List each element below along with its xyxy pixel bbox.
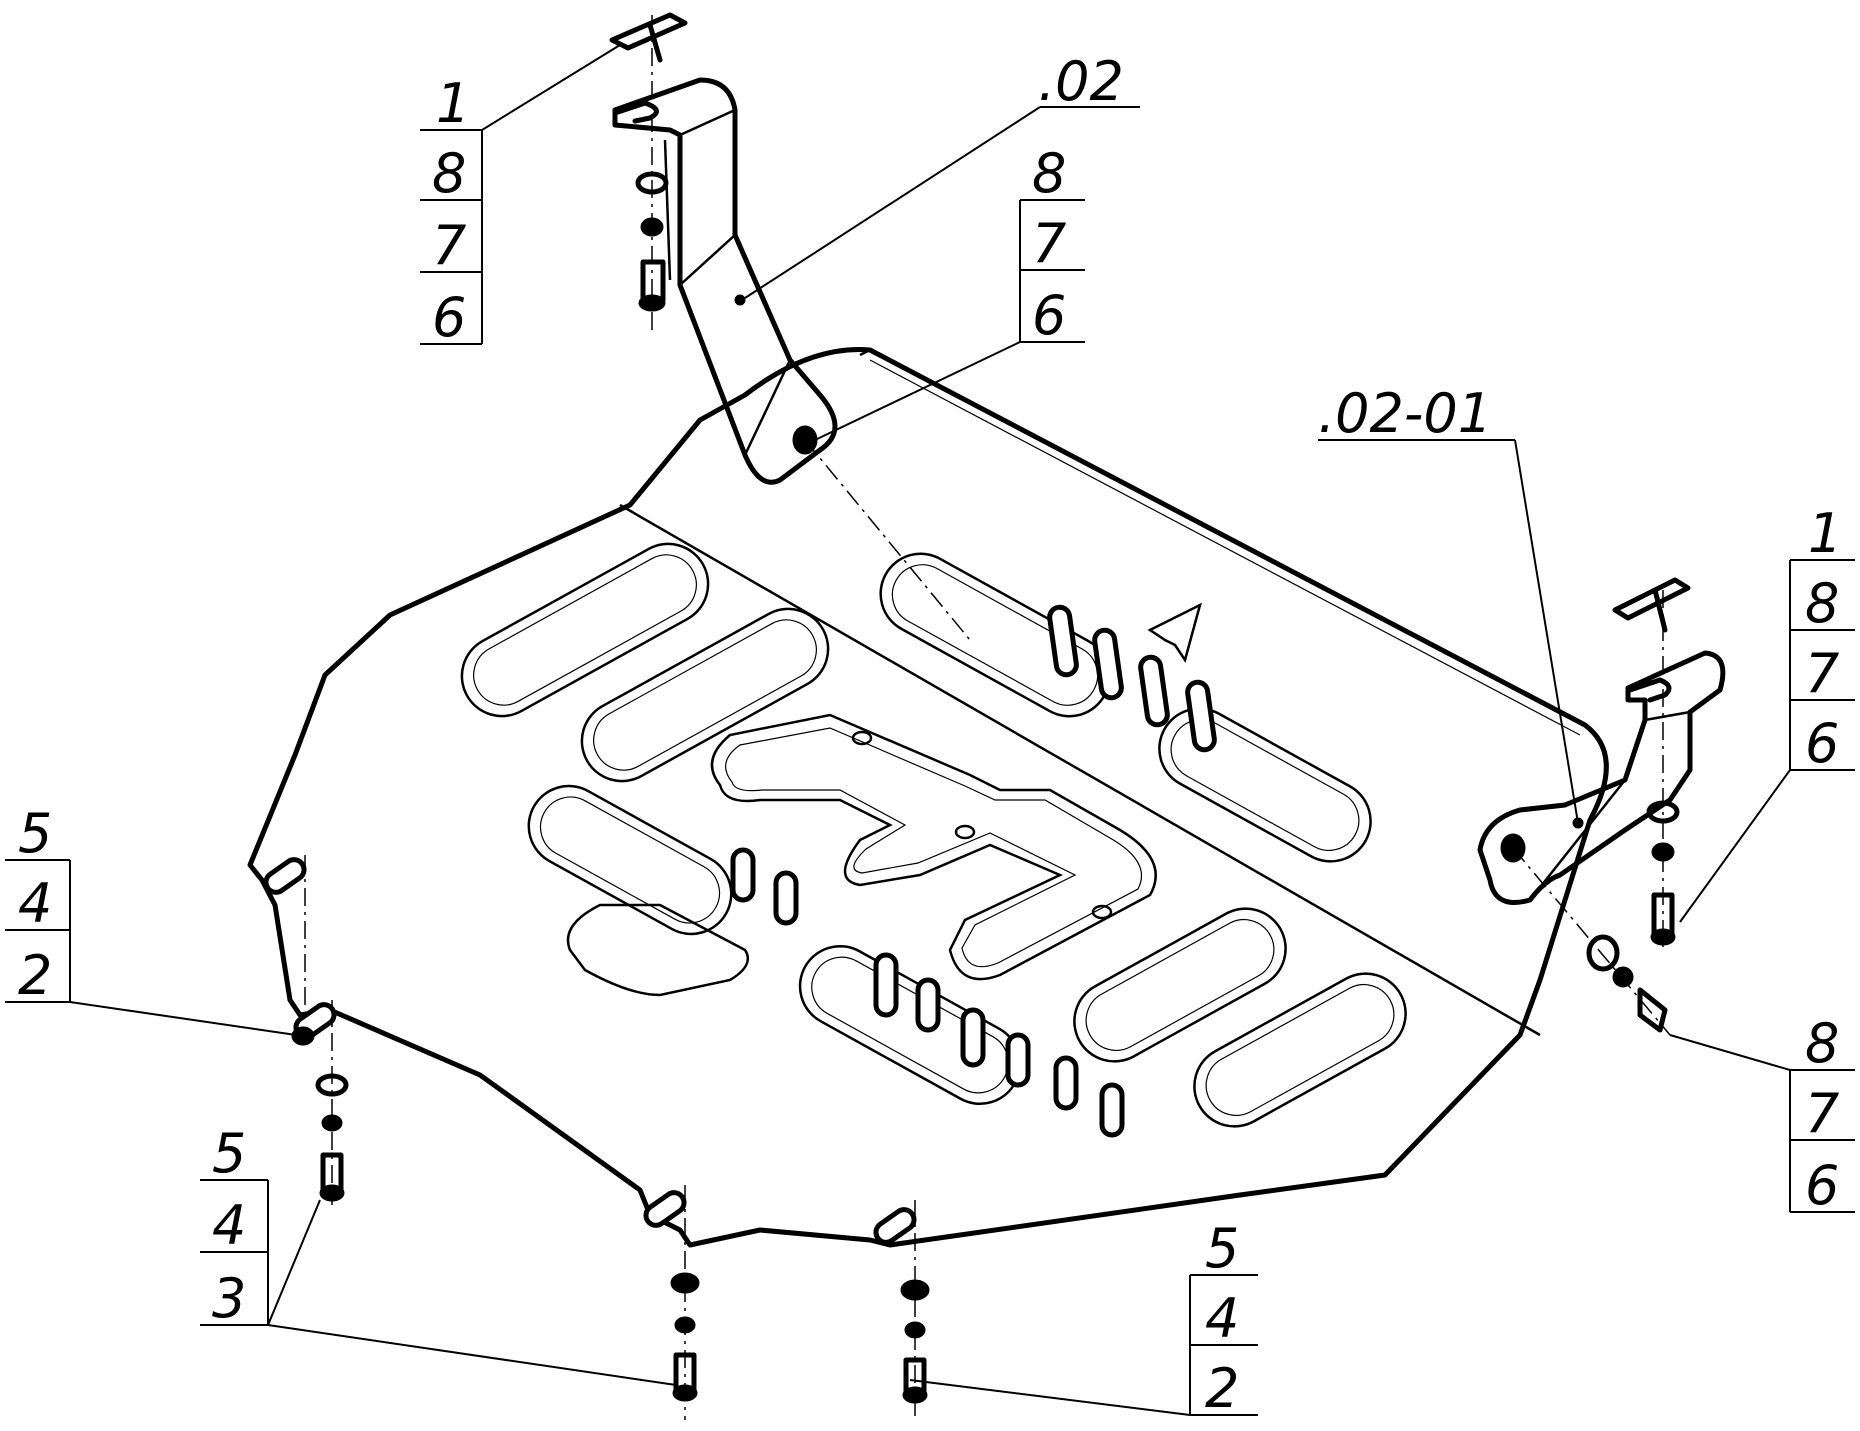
drain-hatch bbox=[566, 903, 750, 997]
callout-item: 8 bbox=[1805, 572, 1839, 635]
callout-item: 6 bbox=[432, 286, 466, 349]
callout-item: 2 bbox=[1205, 1357, 1239, 1420]
callout-item: 8 bbox=[432, 142, 466, 205]
callout-side-right: 8 7 6 bbox=[1789, 1012, 1855, 1217]
rib bbox=[527, 784, 733, 936]
rib bbox=[1073, 907, 1287, 1063]
fastener-left-side bbox=[263, 855, 349, 1205]
callout-bracket-right: .02-01 bbox=[1318, 382, 1492, 445]
callout-side-left: 5 4 2 bbox=[5, 802, 71, 1007]
callout-bottom-left: 5 4 3 bbox=[200, 1122, 269, 1330]
callout-item: 7 bbox=[1805, 642, 1839, 705]
callout-item: 4 bbox=[1205, 1287, 1239, 1350]
callout-item: 5 bbox=[212, 1122, 246, 1185]
callout-item: 4 bbox=[212, 1194, 246, 1257]
direction-arrow bbox=[1147, 602, 1202, 663]
callout-bracket-left: .02 bbox=[1038, 50, 1124, 113]
callout-item: 3 bbox=[212, 1267, 246, 1330]
callout-item: 7 bbox=[1805, 1082, 1839, 1145]
callout-item: 5 bbox=[1205, 1217, 1239, 1280]
callout-item: 5 bbox=[18, 802, 52, 865]
callout-item: 2 bbox=[18, 944, 52, 1007]
callout-item: 6 bbox=[1805, 1154, 1839, 1217]
leaders bbox=[69, 44, 1791, 1416]
callout-bolt-left-mid: 8 7 6 bbox=[1019, 142, 1085, 347]
callout-item: 7 bbox=[432, 214, 466, 277]
callout-item: 8 bbox=[1805, 1012, 1839, 1075]
rib bbox=[879, 552, 1111, 718]
rib bbox=[1158, 707, 1372, 863]
callout-item: 6 bbox=[1805, 712, 1839, 775]
bracket-right bbox=[1477, 577, 1726, 1036]
callout-item: 8 bbox=[1032, 142, 1066, 205]
callout-item: 7 bbox=[1032, 212, 1066, 275]
skid-plate bbox=[247, 347, 1609, 1248]
vent-slots bbox=[730, 604, 1217, 1138]
callout-item: 6 bbox=[1032, 284, 1066, 347]
callout-item: 1 bbox=[436, 72, 470, 135]
fastener-bottom-right bbox=[873, 1200, 930, 1420]
rib bbox=[580, 607, 830, 783]
callout-item: 1 bbox=[1808, 502, 1842, 565]
callout-top-right: 1 8 7 6 bbox=[1789, 502, 1855, 775]
callout-top-left: 1 8 7 6 bbox=[420, 72, 483, 349]
bracket-part-label: .02 bbox=[1038, 50, 1124, 113]
callout-item: 4 bbox=[18, 872, 52, 935]
bracket-left bbox=[609, 12, 971, 641]
callout-bottom-right: 5 4 2 bbox=[1189, 1217, 1258, 1420]
rib bbox=[460, 542, 710, 718]
bracket-part-label: .02-01 bbox=[1318, 382, 1492, 445]
rib bbox=[798, 944, 1022, 1106]
fastener-bottom-left bbox=[643, 1185, 700, 1420]
rib bbox=[1193, 972, 1407, 1128]
ribs bbox=[460, 542, 1407, 1128]
